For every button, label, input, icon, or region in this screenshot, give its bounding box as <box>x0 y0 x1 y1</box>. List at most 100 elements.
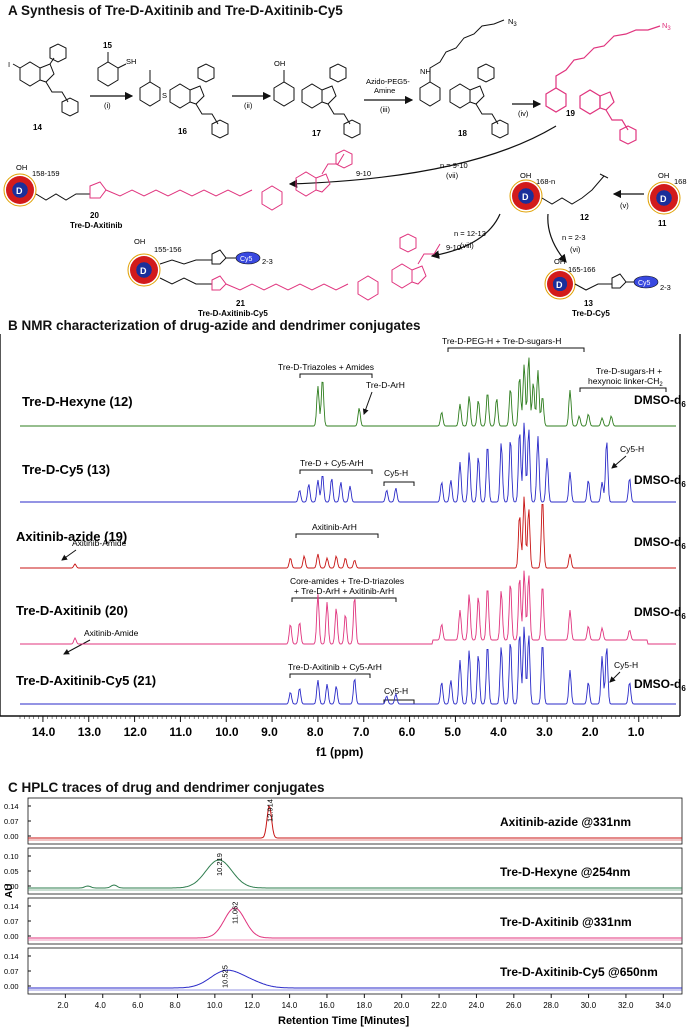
linker-20 <box>35 149 353 211</box>
reagent-iii-mid: Amine <box>374 86 395 95</box>
dendrimer-12 <box>509 179 543 213</box>
dendrimer-20 <box>3 173 37 207</box>
solvent-label-21: DMSO-d6 <box>634 677 686 693</box>
synthesis-scheme-svg: I 14 15 SH (i) S 16 (ii) OH 17 Azido-PEG… <box>3 17 687 318</box>
reagent-iii: (iii) <box>380 105 390 114</box>
dendrimer-core-d-13: D <box>556 280 563 290</box>
hplc-ytick-label: 0.05 <box>4 867 19 876</box>
hplc-ytick-label: 0.00 <box>4 982 19 991</box>
sub-23-13: 2-3 <box>660 283 671 292</box>
compound-14-structure <box>12 43 79 117</box>
hplc-trace-label: Tre-D-Axitinib @331nm <box>500 915 632 929</box>
nmr-spectrum-line <box>20 357 676 427</box>
hplc-xtick-label: 18.0 <box>356 1001 372 1010</box>
cy5-oval-21 <box>235 251 261 265</box>
solvent-label-13: DMSO-d6 <box>634 473 686 489</box>
s-label-16: S <box>162 91 167 100</box>
compound-18-structure <box>419 19 509 139</box>
dendrimer-21 <box>127 253 161 287</box>
oh-13: OH <box>554 257 565 266</box>
arrow-vii <box>288 125 557 188</box>
hplc-peak-label: 10.525 <box>221 965 230 988</box>
compound-19-label: 19 <box>566 109 575 118</box>
hplc-xtick-label: 14.0 <box>282 1001 298 1010</box>
annot-core-amides-2: + Tre-D-ArH + Axitinib-ArH <box>294 586 394 596</box>
annot-peg-sugars: Tre-D-PEG-H + Tre-D-sugars-H <box>442 336 561 346</box>
compound-16-label: 16 <box>178 127 187 136</box>
hplc-y-label: AU <box>4 884 15 898</box>
hplc-peak-label: 10.219 <box>215 853 224 876</box>
nmr-tick-label: 10.0 <box>215 725 239 739</box>
sub-910-21: 9-10 <box>446 243 461 252</box>
hplc-ytick-label: 0.14 <box>4 902 19 911</box>
nmr-spectrum-line <box>20 570 676 645</box>
hplc-x-label: Retention Time [Minutes] <box>278 1015 410 1027</box>
nmr-panel: Tre-D-Hexyne (12) Tre-D-Cy5 (13) Axitini… <box>0 320 693 780</box>
hplc-trace <box>28 907 682 939</box>
compound-14-label: 14 <box>33 123 42 132</box>
hplc-xtick-label: 20.0 <box>394 1001 410 1010</box>
dendrimer-11 <box>647 181 681 215</box>
compound-18-label: 18 <box>458 129 467 138</box>
sub-910-20: 9-10 <box>356 169 371 178</box>
annot-core-amides-1: Core-amides + Tre-D-triazoles <box>290 576 404 586</box>
annot-tre-d-arh: Tre-D-ArH <box>366 380 405 390</box>
cy5-label-21: Cy5 <box>240 256 253 263</box>
nmr-tick-label: 9.0 <box>261 725 278 739</box>
compound-21-name: Tre-D-Axitinib-Cy5 <box>198 309 268 318</box>
oh-count-12: 168-n <box>536 177 555 186</box>
arrow-viii <box>430 213 501 259</box>
nmr-spectrum-line <box>20 626 676 705</box>
hplc-ytick-label: 0.00 <box>4 882 19 891</box>
hplc-xtick-label: 26.0 <box>506 1001 522 1010</box>
hplc-peak-label: 12.914 <box>265 799 274 822</box>
hplc-peak-label: 11.062 <box>231 902 240 924</box>
panel-b-title: B NMR characterization of drug-azide and… <box>8 318 421 333</box>
hplc-ytick-label: 0.14 <box>4 802 19 811</box>
hplc-xtick-label: 8.0 <box>169 1001 181 1010</box>
spectrum-name-12: Tre-D-Hexyne (12) <box>22 394 133 409</box>
nmr-tick-label: 12.0 <box>124 725 148 739</box>
hplc-ytick-label: 0.10 <box>4 852 19 861</box>
n3-label-18: N3 <box>508 18 517 28</box>
nmr-tick-label: 3.0 <box>536 725 553 739</box>
hplc-ytick-label: 0.14 <box>4 952 19 961</box>
hplc-xtick-label: 30.0 <box>581 1001 597 1010</box>
condition-vii-n: n = 9-10 <box>440 161 468 170</box>
nmr-tick-label: 8.0 <box>307 725 324 739</box>
nmr-spectra-svg: Tre-D-Hexyne (12) Tre-D-Cy5 (13) Axitini… <box>0 334 686 759</box>
reagent-iv: (iv) <box>518 109 529 118</box>
hplc-trace <box>28 969 682 989</box>
linker-12 <box>541 173 609 205</box>
nmr-annotations: Tre-D-Triazoles + Amides Tre-D-ArH Tre-D… <box>61 336 667 704</box>
cy5-label-13: Cy5 <box>638 280 651 287</box>
nmr-tick-label: 13.0 <box>78 725 102 739</box>
hplc-trace-label: Tre-D-Hexyne @254nm <box>500 865 630 879</box>
spectrum-name-13: Tre-D-Cy5 (13) <box>22 462 110 477</box>
reagent-vi: (vi) <box>570 245 581 254</box>
reagent-vii: (vii) <box>446 171 459 180</box>
sub-23-21: 2-3 <box>262 257 273 266</box>
n3-label-19: N3 <box>662 21 671 32</box>
hplc-xtick-label: 2.0 <box>57 1001 69 1010</box>
cy5-oval-13 <box>633 275 659 289</box>
compound-11-label: 11 <box>658 219 667 228</box>
annot-sugars-hexynoic-1: Tre-D-sugars-H + <box>596 366 662 376</box>
nmr-x-label: f1 (ppm) <box>316 745 363 759</box>
annot-cy5-h-1: Cy5-H <box>384 468 408 478</box>
dendrimer-core-d-21: D <box>140 266 147 276</box>
oh-count-20: 158-159 <box>32 169 60 178</box>
annot-sugars-hexynoic-2: hexynoic linker-CH2 <box>588 376 663 388</box>
arrow-vi <box>547 213 567 263</box>
nmr-tick-label: 1.0 <box>628 725 645 739</box>
oh-12: OH <box>520 171 531 180</box>
reagent-ii: (ii) <box>244 101 253 110</box>
nmr-tick-label: 5.0 <box>444 725 461 739</box>
hplc-ytick-label: 0.07 <box>4 917 19 926</box>
compound-20-name: Tre-D-Axitinib <box>70 221 123 230</box>
compound-20-label: 20 <box>90 211 99 220</box>
hplc-xtick-label: 28.0 <box>543 1001 559 1010</box>
